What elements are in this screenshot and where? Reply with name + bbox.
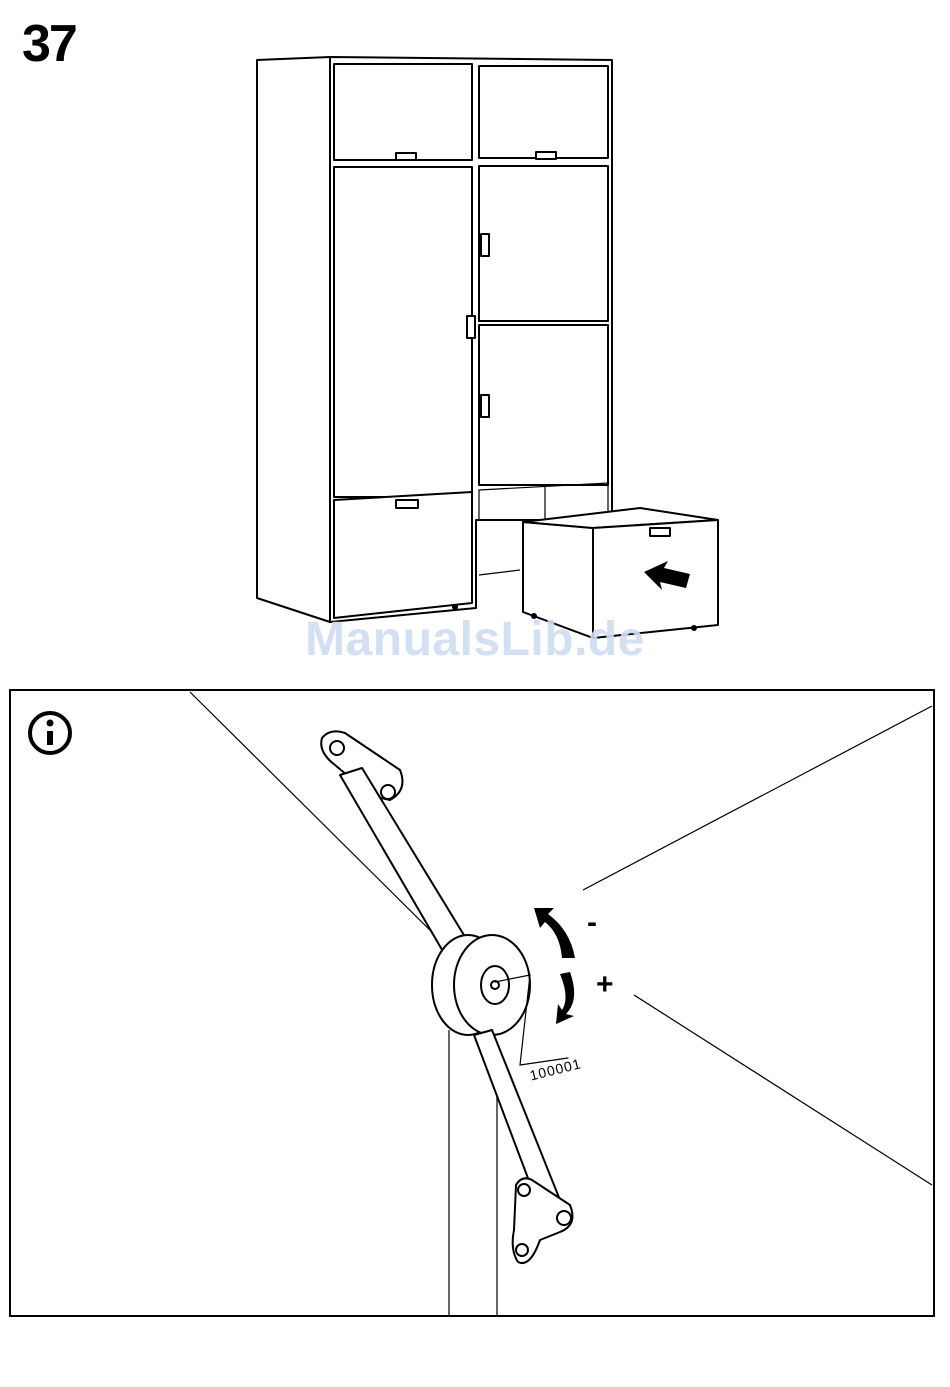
info-icon xyxy=(30,713,70,753)
minus-sign: - xyxy=(587,908,597,938)
plus-sign: + xyxy=(596,970,614,1000)
hinge-mechanism xyxy=(432,935,530,1035)
